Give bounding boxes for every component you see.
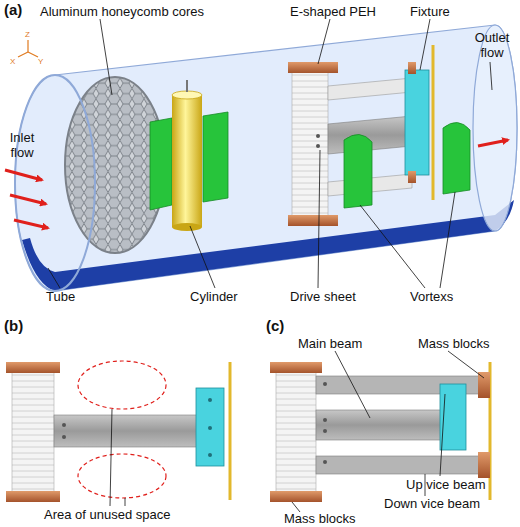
panel-letter: (a): [4, 2, 22, 17]
part-label: Main beam: [298, 336, 362, 351]
part-label: Mass blocks: [418, 336, 490, 351]
part-label: Area of unused space: [44, 507, 170, 522]
axis-label: Y: [38, 57, 43, 66]
part-label: Drive sheet: [290, 289, 356, 304]
part-label: Up vice beam: [406, 477, 485, 492]
axis-label: Z: [25, 30, 30, 39]
part-label: Mass blocks: [284, 511, 356, 526]
part-label: E-shaped PEH: [290, 4, 376, 19]
part-label: Down vice beam: [384, 496, 480, 511]
part-label: Cylinder: [190, 289, 238, 304]
flow-label: Outlet flow: [466, 30, 518, 60]
panel-letter: (c): [266, 318, 284, 333]
axis-label: X: [10, 57, 15, 66]
panel-letter: (b): [4, 318, 23, 333]
part-label: Aluminum honeycomb cores: [40, 4, 204, 19]
part-label: Vortexs: [410, 289, 453, 304]
part-label: Fixture: [410, 4, 450, 19]
part-label: Tube: [46, 289, 75, 304]
flow-label: Inlet flow: [0, 130, 44, 160]
